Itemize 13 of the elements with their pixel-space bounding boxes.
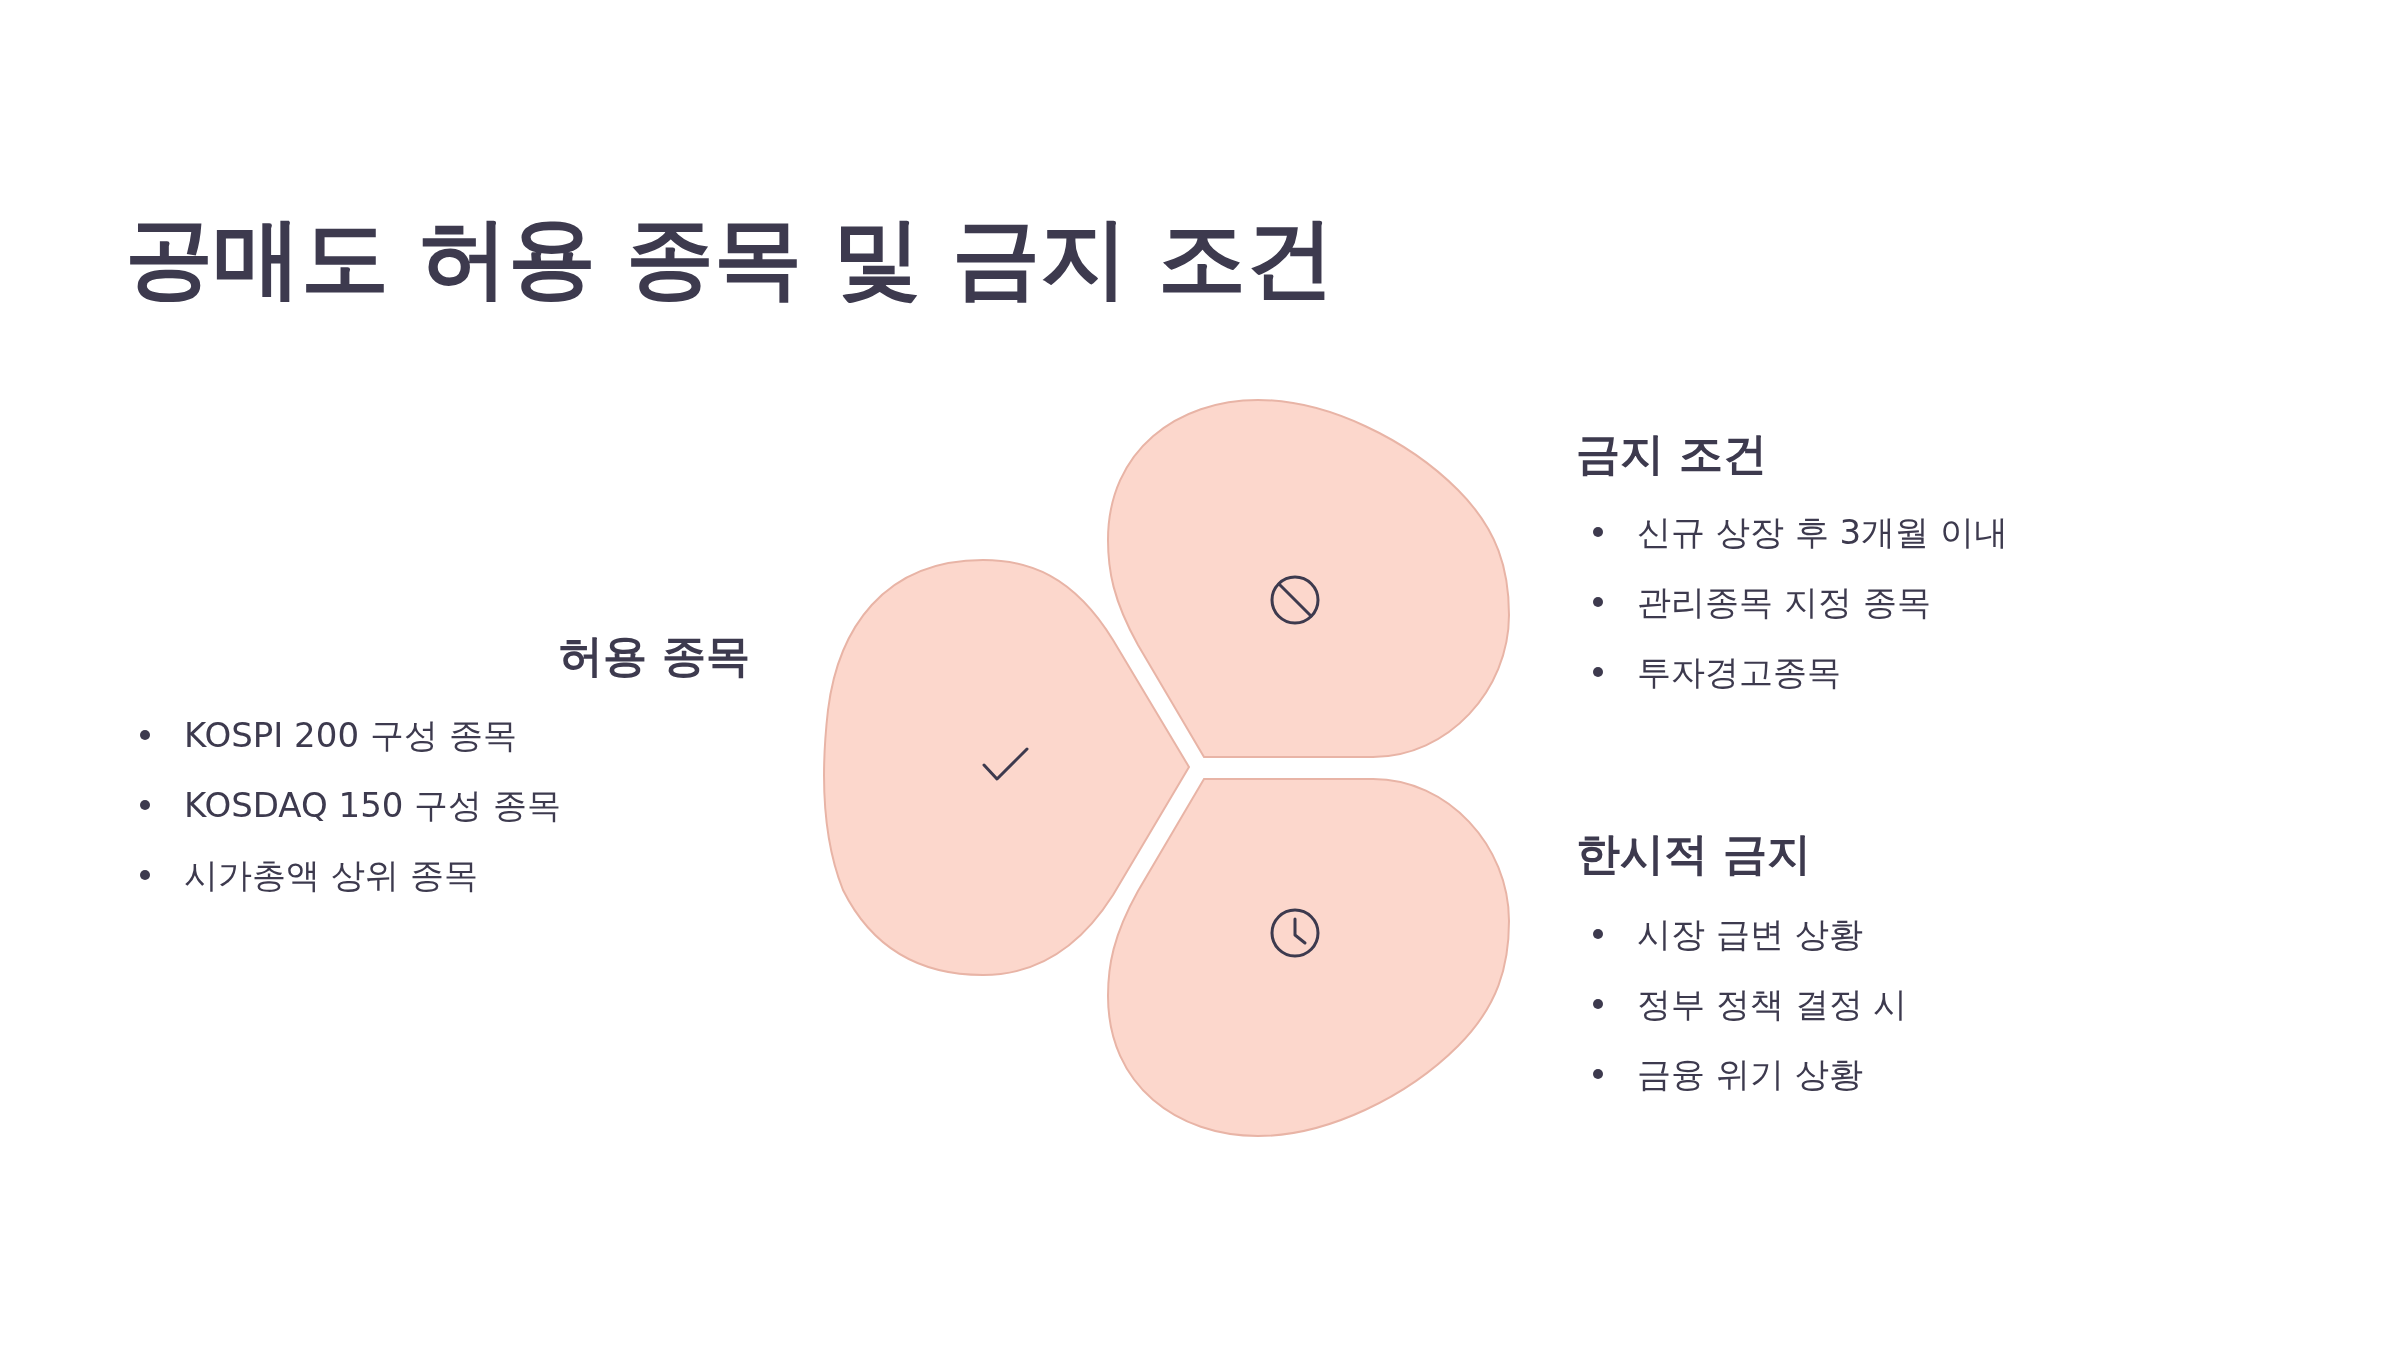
bullet-item: KOSDAQ 150 구성 종목 [184, 784, 562, 827]
bullet-item: 관리종목 지정 종목 [1637, 581, 1931, 624]
bullet-item: 시장 급변 상황 [1637, 913, 1863, 956]
bullet-item: 정부 정책 결정 시 [1637, 983, 1908, 1026]
section-heading: 한시적 금지 [1576, 828, 1812, 881]
bullet-item: 금융 위기 상황 [1637, 1053, 1863, 1096]
title: 공매도 허용 종목 및 금지 조건 [125, 205, 1335, 311]
bullet-item: 시가총액 상위 종목 [184, 854, 478, 897]
bullet-item: KOSPI 200 구성 종목 [184, 714, 517, 757]
section-heading: 허용 종목 [558, 630, 750, 683]
section-heading: 금지 조건 [1576, 428, 1768, 481]
bullet-item: 투자경고종목 [1637, 651, 1841, 694]
bullet-item: 신규 상장 후 3개월 이내 [1637, 511, 2008, 554]
